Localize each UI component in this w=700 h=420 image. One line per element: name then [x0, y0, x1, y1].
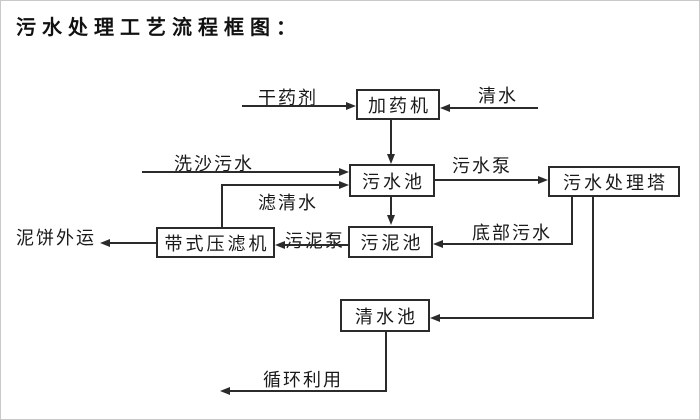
flow-label-recycling: 循环利用: [263, 370, 343, 390]
node-belt-filter-press: 带式压滤机: [156, 227, 275, 258]
page-title: 污水处理工艺流程框图：: [16, 17, 302, 39]
edge-bottom-sewage-line: [443, 243, 573, 245]
arrow-sewage-to-sludge-icon: [387, 215, 395, 225]
edge-dosing-to-sewage-line: [390, 120, 392, 156]
flow-label-bottom-sewage: 底部污水: [472, 223, 552, 243]
flow-label-sand-washing-sewage: 洗沙污水: [174, 154, 254, 174]
flow-label-dry-agent: 干药剂: [258, 88, 318, 108]
edge-dry-agent-line: [242, 105, 346, 107]
arrow-dosing-to-sewage-icon: [387, 154, 395, 164]
node-sludge-pool: 污泥池: [348, 226, 433, 258]
node-clean-water-pool: 清水池: [340, 299, 430, 332]
arrow-sludge-pump-icon: [275, 241, 285, 249]
edge-recycling-riser-line: [385, 332, 387, 391]
edge-tower-to-clean-line: [440, 317, 594, 319]
edge-mud-cake-line: [110, 242, 156, 244]
arrow-filtered-water-icon: [339, 181, 349, 189]
edge-filtered-water-riser-line: [221, 185, 223, 227]
arrow-recycling-icon: [220, 387, 230, 395]
edge-filtered-water-line: [221, 184, 339, 186]
flow-label-sewage-pump: 污水泵: [452, 156, 512, 176]
edge-recycling-line: [230, 390, 387, 392]
node-sewage-pool: 污水池: [349, 164, 435, 197]
arrow-sewage-pump-icon: [538, 176, 548, 184]
arrow-tower-to-clean-icon: [430, 314, 440, 322]
edge-clean-water-line: [450, 107, 538, 109]
edge-sewage-pump-line: [435, 179, 538, 181]
arrow-clean-water-icon: [440, 104, 450, 112]
arrow-mud-cake-icon: [100, 239, 110, 247]
edge-sewage-to-sludge-line: [390, 197, 392, 217]
edge-tower-to-clean-riser-line: [592, 197, 594, 318]
arrow-dry-agent-icon: [346, 102, 356, 110]
edge-bottom-sewage-riser-line: [571, 197, 573, 244]
edge-sand-washing-line: [142, 171, 339, 173]
node-treatment-tower: 污水处理塔: [548, 166, 680, 197]
flow-label-clean-water: 清水: [478, 86, 518, 106]
flow-label-filtered-water: 滤清水: [258, 193, 318, 213]
arrow-bottom-sewage-icon: [433, 240, 443, 248]
flow-label-sludge-pump: 污泥泵: [285, 231, 345, 251]
arrow-sand-washing-icon: [339, 168, 349, 176]
edge-sludge-pump-line: [285, 244, 348, 246]
flow-label-mud-cake-out: 泥饼外运: [16, 228, 96, 248]
node-dosing-machine: 加药机: [356, 89, 440, 120]
